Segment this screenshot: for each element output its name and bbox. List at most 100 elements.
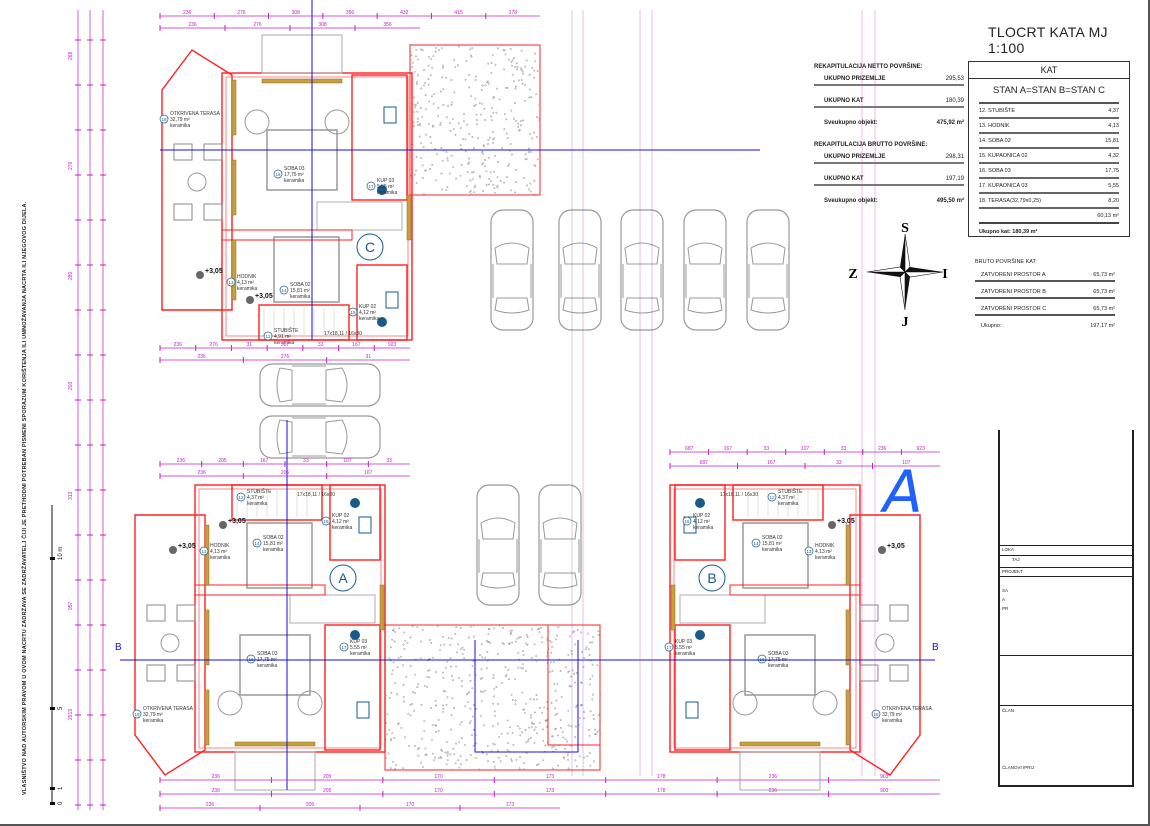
dimension-label: 236 <box>769 774 778 780</box>
handwritten-a-mark: A <box>879 458 923 526</box>
level-marker-icon <box>196 271 204 279</box>
room-number: 18 <box>134 712 140 717</box>
scale-label: 5 <box>58 706 64 710</box>
room-number-circle <box>767 492 777 502</box>
dimension-label: 236 <box>769 788 778 794</box>
toilet-icon <box>356 701 370 719</box>
room-number-circle <box>348 307 358 317</box>
level-value: +3,05 <box>205 268 223 275</box>
room-number: 17 <box>341 645 347 650</box>
kat-sum: 60,13 m² <box>979 209 1119 224</box>
title-block: LOKA TAJ PROJEKT SA A PR ČLAN ČLANOVI IP… <box>998 430 1134 787</box>
stair-room <box>258 304 350 341</box>
wardrobe <box>289 594 376 624</box>
room-number: 14 <box>753 541 759 546</box>
bathroom-03 <box>351 74 408 201</box>
dimension-label: 236 <box>197 354 206 360</box>
window <box>234 741 316 747</box>
window <box>845 689 851 746</box>
dimension-label: 957 <box>68 601 74 610</box>
lounge-chair <box>889 604 909 622</box>
room-number: 17 <box>368 184 374 189</box>
room-number-circle <box>273 169 283 179</box>
car <box>259 415 381 459</box>
dimension-label: 33 <box>318 342 324 348</box>
armchair <box>297 690 323 716</box>
dimension-label: 167 <box>364 470 373 476</box>
dimension-label: 276 <box>237 10 246 16</box>
dimension-label: 205 <box>323 774 332 780</box>
dimension-label: 236 <box>177 458 186 464</box>
room-number-circle <box>132 709 142 719</box>
compass-east: I <box>942 267 947 282</box>
shower-fixture <box>377 317 387 327</box>
shower-fixture <box>350 498 360 508</box>
level-marker-icon <box>878 546 886 554</box>
table <box>875 633 895 653</box>
exterior-stairs <box>739 751 821 791</box>
dimension-label: 276 <box>68 161 74 170</box>
dimension-label: 276 <box>209 342 218 348</box>
exterior-stairs <box>261 34 343 74</box>
drain-line <box>474 640 579 753</box>
dimension-label: 308 <box>318 22 327 28</box>
room-number-circle <box>279 285 289 295</box>
level-marker-icon <box>828 521 836 529</box>
unit-letter: C <box>365 239 375 255</box>
room-number: 15 <box>350 310 356 315</box>
armchair <box>244 109 270 135</box>
car <box>558 209 602 331</box>
dimension-label: 173 <box>506 802 515 808</box>
lounge-chair <box>859 664 879 682</box>
lounge-chair <box>203 143 223 161</box>
table <box>187 172 207 192</box>
dimension-label: 308 <box>292 10 301 16</box>
dimension-label: 378 <box>509 10 518 16</box>
drawing-title: TLOCRT KATA MJ 1:100 <box>988 24 1108 56</box>
room-number-circle <box>871 709 881 719</box>
toilet-icon <box>683 516 697 534</box>
dimension-label: 205 <box>218 458 227 464</box>
copyright-notice: VLASNIŠTVO NAD AUTORSKIM PRAVOM U OVOM N… <box>22 201 28 795</box>
dimension-label: 170 <box>406 802 415 808</box>
window <box>204 689 210 746</box>
dimension-label: 313 <box>68 491 74 500</box>
room-number: 14 <box>254 541 260 546</box>
shower-fixture <box>377 185 387 195</box>
kat-row: 18. TERASA(32,79x0,25)8,20 <box>979 194 1119 209</box>
lounge-chair <box>203 203 223 221</box>
room-number-circle <box>751 538 761 548</box>
unit-letter: A <box>338 570 348 586</box>
room-number: 16 <box>275 172 281 177</box>
dimension-label: 687 <box>685 446 694 452</box>
section-mark-right: B <box>932 642 939 653</box>
dimension-label: 2919 <box>68 709 74 720</box>
table <box>160 633 180 653</box>
room-number-circle <box>321 516 331 526</box>
netto-recap: REKAPITULACIJA NETTO POVRŠINE: UKUPNO PR… <box>814 64 964 126</box>
window <box>670 584 676 631</box>
shower-fixture <box>350 630 360 640</box>
dimension-label: 236 <box>212 788 221 794</box>
toilet-icon <box>358 516 372 534</box>
room-number-circle <box>366 181 376 191</box>
room-number: 18 <box>873 712 879 717</box>
stair-room <box>732 484 824 521</box>
lounge-chair <box>146 664 166 682</box>
